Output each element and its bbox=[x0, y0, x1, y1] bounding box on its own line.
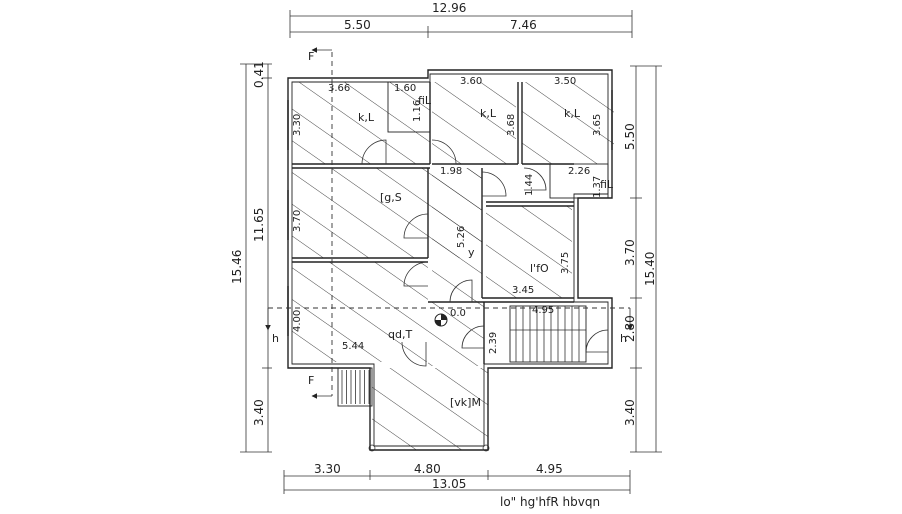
room-label-toilet1: fiL bbox=[418, 94, 432, 107]
dim-bottom-total: 13.05 bbox=[432, 477, 466, 491]
room-label-bed3: k,L bbox=[564, 107, 581, 120]
room-dim: 3.70 bbox=[292, 210, 303, 232]
room-dim: 3.68 bbox=[506, 114, 517, 136]
room-label-toilet2: fiL bbox=[600, 178, 614, 191]
dim-bottom-2: 4.80 bbox=[414, 462, 441, 476]
staircase bbox=[337, 305, 587, 407]
room-dim: 3.65 bbox=[592, 114, 603, 136]
drawing-caption: lo" hg'hfR hbvqn bbox=[500, 495, 600, 509]
room-label-verandah: [vk]M bbox=[450, 396, 481, 409]
section-marker-right: h bbox=[620, 332, 627, 345]
room-label-kitchen: l'fO bbox=[530, 262, 549, 275]
room-dim: 3.75 bbox=[560, 252, 571, 274]
room-label-living: [g,S bbox=[380, 191, 402, 204]
room-dim: 1.98 bbox=[440, 166, 462, 177]
dim-top-right: 7.46 bbox=[510, 18, 537, 32]
room-dim: 3.60 bbox=[460, 76, 482, 87]
room-label-bed1: k,L bbox=[358, 111, 375, 124]
dim-right-stair: 2.80 bbox=[623, 315, 637, 342]
room-label-corridor: y bbox=[468, 246, 475, 259]
level-value: 0.0 bbox=[450, 308, 466, 319]
section-marker-top: F bbox=[308, 50, 314, 63]
room-dim: 1.16 bbox=[412, 100, 423, 122]
room-dim: 4.00 bbox=[292, 310, 303, 332]
room-dim: 3.45 bbox=[512, 285, 534, 296]
room-dim: 1.60 bbox=[394, 83, 416, 94]
room-dim: 5.44 bbox=[342, 341, 364, 352]
dim-right-bottom: 3.40 bbox=[623, 399, 637, 426]
dimension-lines bbox=[240, 10, 662, 494]
dim-right-top: 5.50 bbox=[623, 123, 637, 150]
dim-left-top: 0.41 bbox=[252, 61, 266, 88]
dim-top-left: 5.50 bbox=[344, 18, 371, 32]
dim-bottom-3: 4.95 bbox=[536, 462, 563, 476]
dim-left-total: 15.46 bbox=[230, 250, 244, 284]
dim-left-main: 11.65 bbox=[252, 208, 266, 242]
dim-right-mid: 3.70 bbox=[623, 239, 637, 266]
room-label-dining: qd,T bbox=[388, 328, 412, 341]
room-dim: 3.50 bbox=[554, 76, 576, 87]
room-dim: 4.95 bbox=[532, 305, 554, 316]
room-dim: 1.44 bbox=[524, 174, 535, 196]
hatched-floor bbox=[292, 82, 614, 450]
room-dim: 1.37 bbox=[592, 176, 603, 198]
level-marker bbox=[434, 313, 448, 327]
room-label-bed2: k,L bbox=[480, 107, 497, 120]
dim-left-bottom: 3.40 bbox=[252, 399, 266, 426]
section-marker-bottom: F bbox=[308, 374, 314, 387]
dim-right-total: 15.40 bbox=[643, 252, 657, 286]
windows bbox=[287, 90, 613, 452]
room-dim: 2.39 bbox=[488, 332, 499, 354]
walls bbox=[287, 69, 613, 451]
dim-top-total: 12.96 bbox=[432, 1, 466, 15]
room-dim: 5.26 bbox=[456, 226, 467, 248]
room-dim: 3.30 bbox=[292, 114, 303, 136]
dim-bottom-1: 3.30 bbox=[314, 462, 341, 476]
room-dim: 2.26 bbox=[568, 166, 590, 177]
room-dim: 3.66 bbox=[328, 83, 350, 94]
section-marker-left: h bbox=[272, 332, 279, 345]
